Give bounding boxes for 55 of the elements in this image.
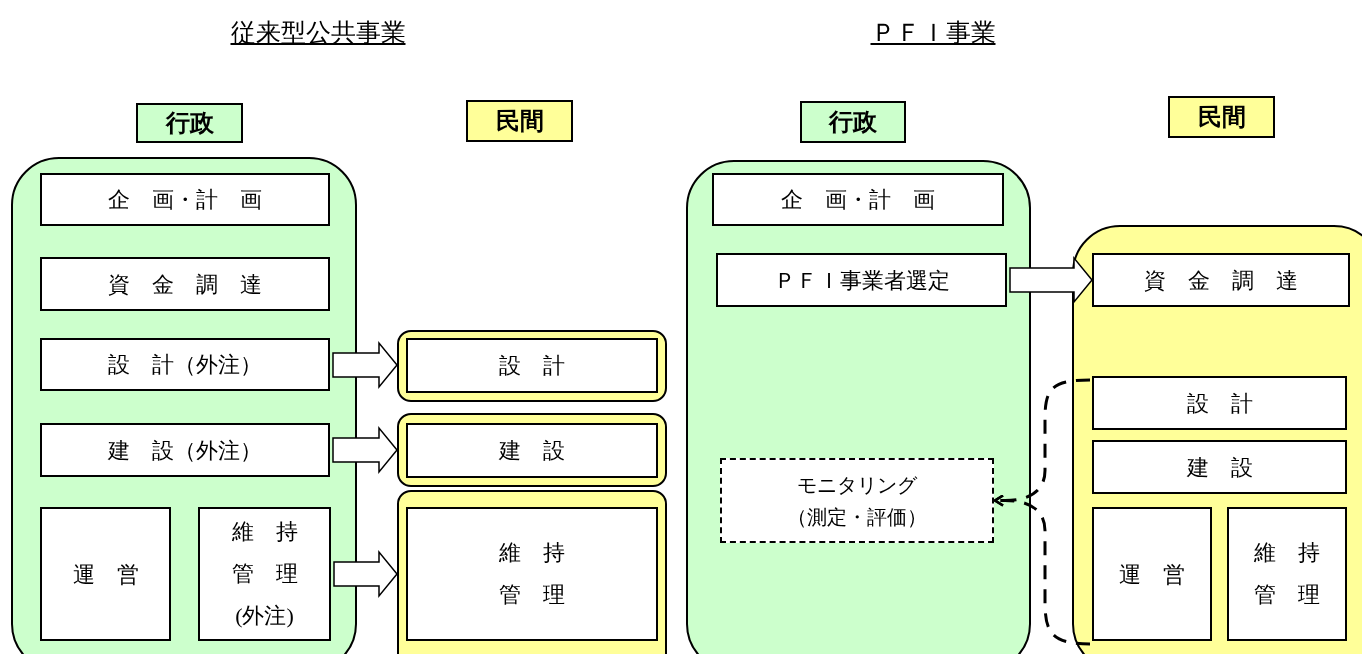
box-text: 民間 [495, 107, 544, 136]
process-box [712, 173, 1004, 226]
process-box [406, 423, 658, 478]
box-text: 設 計 [499, 352, 565, 380]
group-panel [11, 157, 357, 654]
section-title: ＰＦＩ事業 [870, 18, 996, 48]
block-arrow [333, 549, 398, 599]
process-box [1092, 507, 1212, 641]
block-arrow [332, 340, 398, 390]
box-text: 設 計 [1186, 389, 1253, 418]
header-tag [136, 103, 243, 143]
box-text: 維 持管 理 [1254, 539, 1320, 609]
block-arrow [1009, 255, 1093, 305]
box-text: 行政 [165, 109, 214, 138]
box-text: 行政 [829, 108, 877, 137]
process-box [40, 423, 330, 477]
box-text: 設 計（外注） [108, 351, 262, 379]
box-text: 維 持管 理 [499, 539, 565, 609]
section-title: 従来型公共事業 [230, 18, 406, 48]
process-box [1092, 440, 1347, 494]
header-tag [800, 101, 906, 143]
box-text: 資 金 調 達 [1144, 266, 1298, 295]
process-box [40, 507, 171, 641]
box-text: （測定・評価） [787, 504, 927, 530]
box-text: 企 画・計 画 [108, 186, 262, 214]
header-tag [466, 100, 573, 142]
frame-box [397, 490, 667, 654]
frame-box [397, 330, 667, 402]
group-panel [686, 160, 1031, 654]
block-arrow [332, 425, 398, 475]
box-text: ＰＦＩ事業者選定 [773, 266, 950, 295]
dashed-box [720, 458, 994, 543]
group-panel [1072, 225, 1362, 654]
box-text: 建 設 [1186, 453, 1253, 482]
box-text: 建 設（外注） [108, 436, 262, 465]
process-box [406, 507, 658, 641]
process-box [40, 257, 330, 311]
process-box [1227, 507, 1347, 641]
process-box [1092, 376, 1347, 430]
box-text: 運 営 [1119, 560, 1185, 589]
process-box [40, 173, 330, 226]
process-box [198, 507, 331, 641]
box-text: 建 設 [499, 437, 565, 465]
process-box [1092, 253, 1350, 307]
process-box [40, 338, 330, 391]
box-text: 資 金 調 達 [108, 270, 262, 299]
process-box [716, 253, 1007, 307]
box-text: 民間 [1197, 103, 1246, 132]
frame-box [397, 413, 667, 487]
header-tag [1168, 96, 1275, 138]
box-text: 企 画・計 画 [781, 186, 935, 214]
box-text: 運 営 [72, 560, 139, 589]
box-text: 維 持管 理(外注) [231, 518, 298, 630]
box-text: モニタリング [797, 472, 917, 498]
process-box [406, 338, 658, 393]
